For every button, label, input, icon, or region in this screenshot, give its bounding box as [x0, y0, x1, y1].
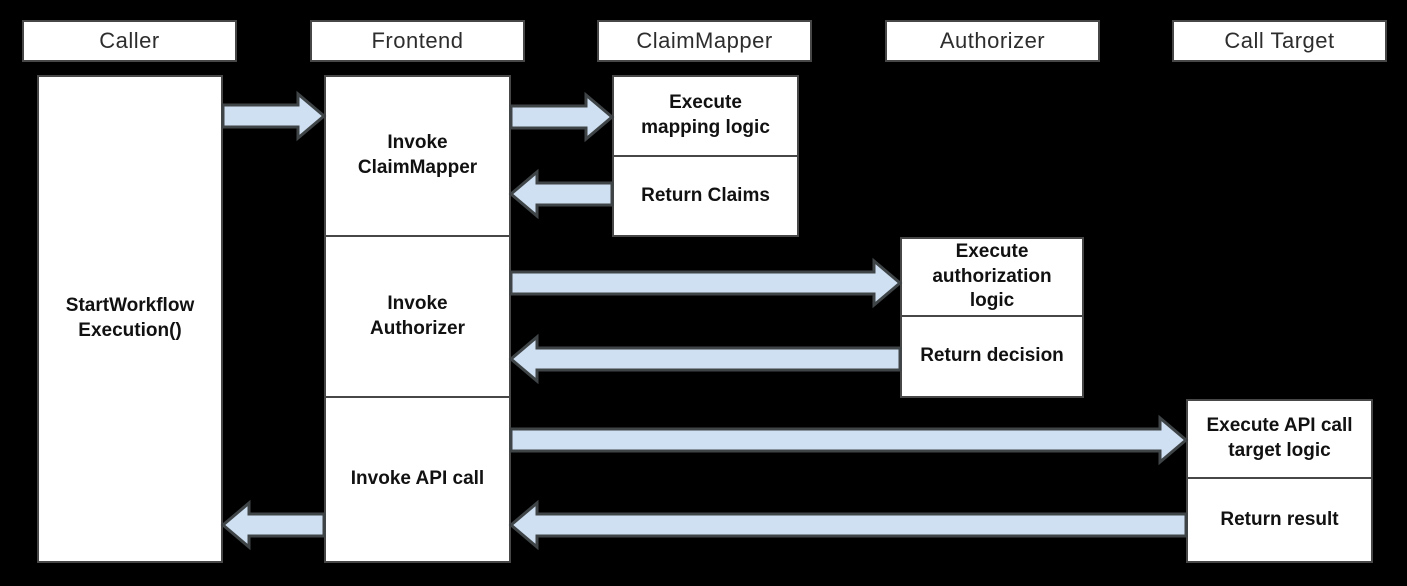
column-header-calltarget: Call Target [1172, 20, 1387, 62]
column-header-frontend: Frontend [310, 20, 525, 62]
box-invoke-authorizer: Invoke Authorizer [324, 235, 511, 398]
column-header-claimmapper: ClaimMapper [597, 20, 812, 62]
box-invoke-claimmapper: Invoke ClaimMapper [324, 75, 511, 237]
box-execute-authorization-logic: Execute authorization logic [900, 237, 1084, 317]
box-return-decision: Return decision [900, 315, 1084, 398]
arrow-authorizer-to-frontend [508, 333, 902, 385]
arrow-frontend-to-caller [220, 499, 326, 551]
arrow-frontend-to-authorizer [509, 257, 903, 309]
arrow-frontend-to-calltarget [509, 414, 1189, 466]
column-header-caller: Caller [22, 20, 237, 62]
box-startworkflowexecution: StartWorkflow Execution() [37, 75, 223, 563]
arrow-frontend-to-claimmapper [509, 91, 615, 143]
column-header-authorizer: Authorizer [885, 20, 1100, 62]
arrow-calltarget-to-frontend [508, 499, 1188, 551]
box-return-result: Return result [1186, 477, 1373, 563]
box-execute-mapping-logic: Execute mapping logic [612, 75, 799, 157]
arrow-claimmapper-to-frontend [508, 168, 614, 220]
box-return-claims: Return Claims [612, 155, 799, 237]
box-invoke-api-call: Invoke API call [324, 396, 511, 563]
box-execute-api-call-target-logic: Execute API call target logic [1186, 399, 1373, 479]
arrow-caller-to-frontend [221, 90, 327, 142]
